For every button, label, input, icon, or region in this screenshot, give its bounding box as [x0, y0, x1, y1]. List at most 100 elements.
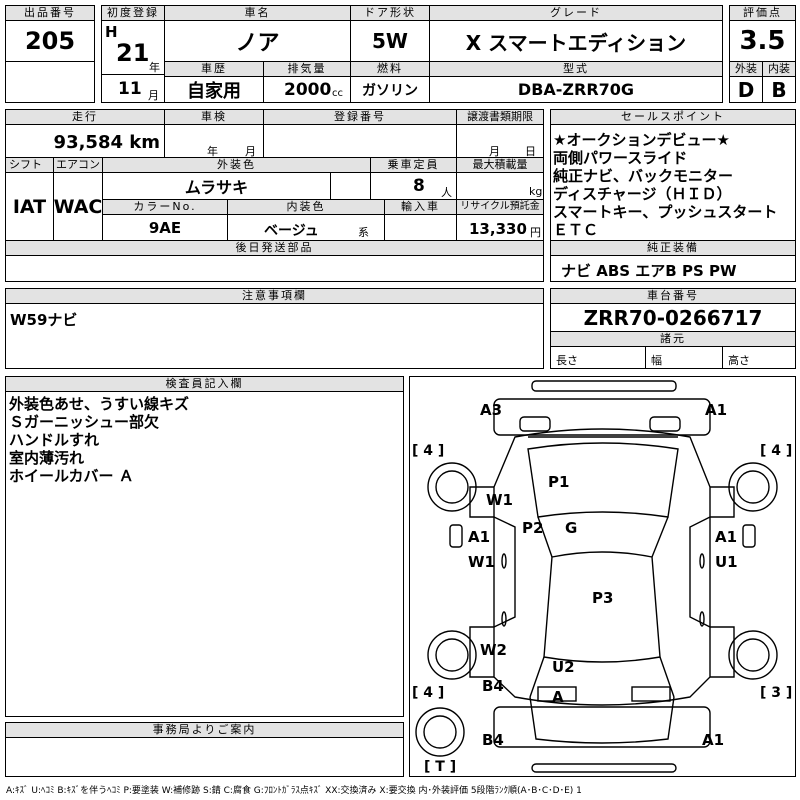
max-load-box: kg: [456, 172, 544, 200]
specs-width: 幅: [645, 346, 723, 369]
score-value: 3.5: [729, 20, 796, 62]
specs-width-label: 幅: [651, 354, 662, 367]
mileage-value: 93,584 km: [53, 132, 160, 153]
tire-front-right: [728, 462, 778, 512]
exterior-color-blank: [330, 172, 371, 200]
displacement-box: 2000 cc: [263, 76, 351, 103]
diagram-mark: A: [552, 688, 564, 706]
first-reg-era: H: [105, 23, 118, 41]
import-label: 輸入車: [384, 199, 457, 215]
color-no-label: カラーNo.: [102, 199, 228, 215]
equipment-label: 純正装備: [550, 240, 796, 256]
diagram-mark: U1: [715, 553, 738, 571]
lot-label: 出品番号: [5, 5, 95, 21]
grade-label: グレード: [429, 5, 723, 21]
sales-points-label: セールスポイント: [550, 109, 796, 125]
chassis-no-label: 車台番号: [550, 288, 796, 304]
equipment-value: ナビ ABS エアB PS PW: [561, 262, 737, 280]
tire-tread-label: [ T ]: [424, 759, 456, 775]
model-code-label: 型式: [429, 61, 723, 77]
shift-label: シフト: [5, 157, 54, 173]
recycle-value: 13,330: [469, 220, 527, 238]
model-code-value: DBA-ZRR70G: [429, 76, 723, 103]
front-panel-shape: [493, 398, 711, 436]
tire-tread-label: [ 4 ]: [412, 685, 444, 701]
sales-point-item: 両側パワースライド: [553, 149, 688, 167]
mileage-box: 93,584 km: [5, 124, 165, 158]
chassis-no-value: ZRR70-0266717: [550, 303, 796, 332]
sales-point-item: スマートキー、プッシュスタート: [553, 203, 778, 221]
inspection-box: 年 月: [164, 124, 264, 158]
capacity-unit: 人: [441, 186, 452, 199]
inspection-label: 車検: [164, 109, 264, 125]
transfer-label: 譲渡書類期限: [456, 109, 544, 125]
diagram-mark: B4: [482, 677, 504, 695]
sales-point-item: ＥＴＣ: [553, 221, 599, 239]
interior-color-box: ベージュ 系: [227, 214, 385, 241]
equipment-box: ナビ ABS エアB PS PW: [550, 255, 796, 282]
windshield-shape: [527, 442, 679, 518]
diagram-mark: W1: [486, 491, 513, 509]
office-label: 事務局よりご案内: [5, 722, 404, 738]
diagram-mark: A1: [468, 528, 490, 546]
car-name-value: ノア: [164, 20, 351, 62]
notes-value: W59ナビ: [10, 311, 78, 329]
diagram-mark: A1: [702, 731, 724, 749]
later-parts-label: 後日発送部品: [5, 240, 544, 256]
specs-height: 高さ: [722, 346, 796, 369]
transfer-month-unit: 月: [489, 145, 500, 158]
later-parts-box: [5, 255, 544, 282]
car-name-label: 車名: [164, 5, 351, 21]
first-reg-month: 11: [118, 79, 142, 99]
first-reg-year-unit: 年: [149, 61, 160, 74]
max-load-unit: kg: [529, 185, 543, 198]
tire-rear-left: [427, 630, 477, 680]
capacity-box: 8 人: [370, 172, 457, 200]
inspection-month-unit: 月: [245, 145, 256, 158]
interior-color-unit: 系: [358, 226, 369, 239]
rear-bumper-shape: [531, 763, 677, 773]
grade-value: X スマートエディション: [429, 20, 723, 62]
diagram-mark: A1: [705, 401, 727, 419]
first-reg-month-box: 11 月: [101, 74, 165, 103]
sales-point-item: ディスチャージ（ＨＩＤ）: [553, 185, 732, 203]
specs-height-label: 高さ: [728, 354, 750, 367]
color-no-value: 9AE: [102, 214, 228, 241]
lot-value: 205: [5, 20, 95, 62]
specs-length-label: 長さ: [556, 354, 578, 367]
door-label: ドア形状: [350, 5, 430, 21]
fuel-label: 燃料: [350, 61, 430, 77]
recycle-unit: 円: [530, 226, 541, 239]
max-load-label: 最大積載量: [456, 157, 544, 173]
tire-spare: [415, 707, 465, 757]
exterior-color-value: ムラサキ: [102, 172, 331, 200]
history-value: 自家用: [164, 76, 264, 103]
score-int-value: B: [762, 76, 796, 103]
fuel-value: ガソリン: [350, 76, 430, 103]
inspection-year-unit: 年: [207, 145, 218, 158]
displacement-unit: cc: [332, 88, 343, 99]
roof-shape: [543, 551, 661, 663]
diagram-mark: B4: [482, 731, 504, 749]
lot-blank: [5, 61, 95, 103]
first-reg-year: 21: [116, 39, 150, 67]
tire-tread-label: [ 3 ]: [760, 685, 792, 701]
mileage-label: 走行: [5, 109, 165, 125]
inspector-note: 外装色あせ、うすい線キズ: [9, 395, 190, 413]
inspector-note: ホイールカバー Ａ: [9, 467, 134, 485]
legend: A:ｷｽﾞ U:ﾍｺﾐ B:ｷｽﾞを伴うﾍｺﾐ P:要塗装 W:補修跡 S:錆 …: [6, 786, 582, 796]
inspector-note: 室内薄汚れ: [9, 449, 85, 467]
transfer-box: 月 日: [456, 124, 544, 158]
capacity-label: 乗車定員: [370, 157, 457, 173]
interior-color-label: 内装色: [227, 199, 385, 215]
history-label: 車歴: [164, 61, 264, 77]
door-value: 5W: [350, 20, 430, 62]
tire-rear-right: [728, 630, 778, 680]
rear-panel-shape: [493, 706, 711, 748]
score-label: 評価点: [729, 5, 796, 21]
tire-tread-label: [ 4 ]: [760, 443, 792, 459]
import-box: [384, 214, 457, 241]
aircon-label: エアコン: [53, 157, 103, 173]
diagram-mark: G: [565, 519, 577, 537]
sales-points-list: ★オークションデビュー★ 両側パワースライド 純正ナビ、バックモニター ディスチ…: [550, 124, 796, 241]
